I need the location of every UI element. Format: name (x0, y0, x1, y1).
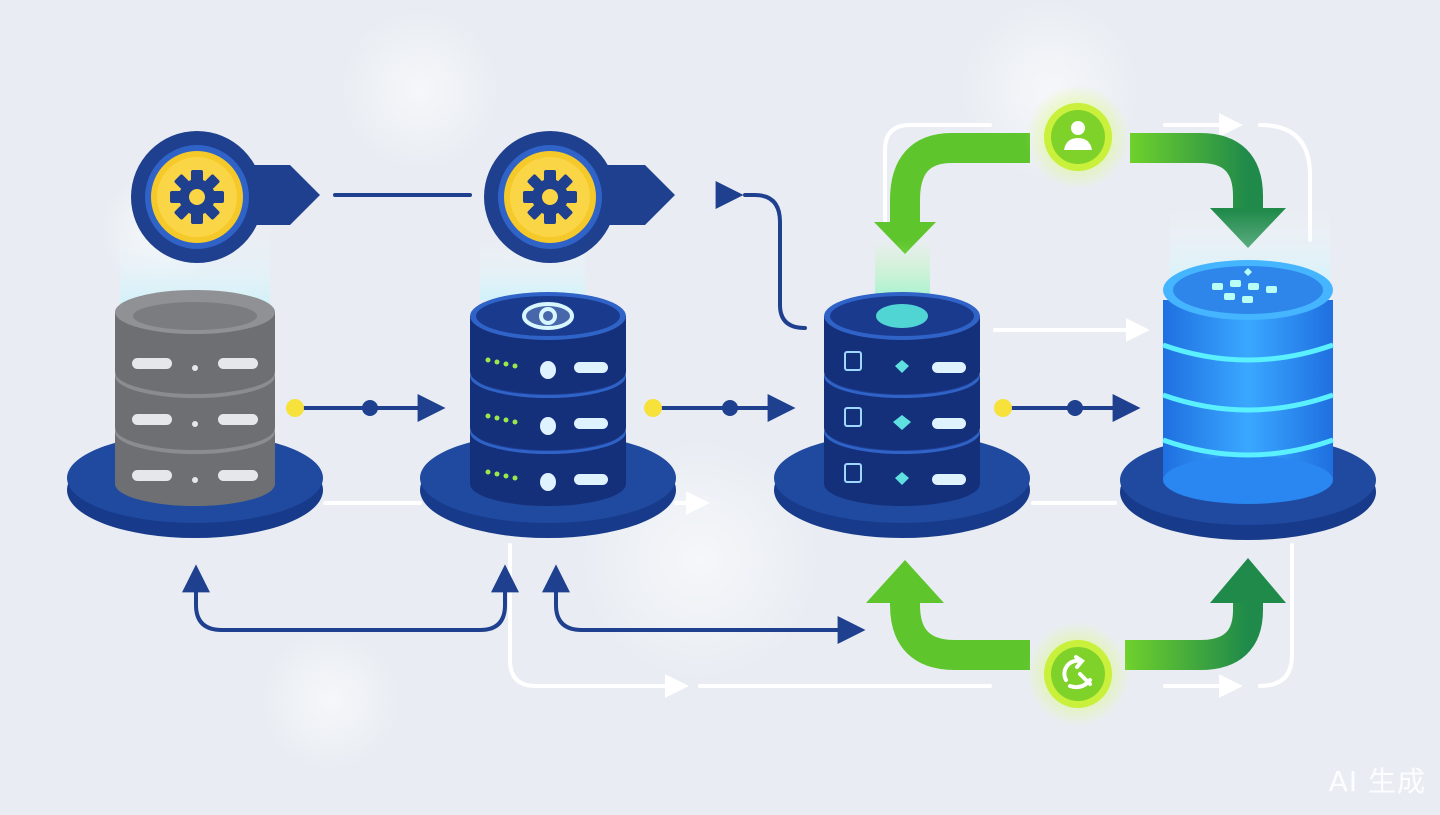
gear-icon (524, 304, 572, 328)
sync-badge (1026, 622, 1130, 726)
gear-icon (523, 170, 577, 224)
glow-pad-icon (876, 304, 928, 328)
user-badge (1026, 85, 1130, 189)
gear-icon (170, 170, 224, 224)
gear-badge-1 (131, 131, 320, 263)
legacy-database (67, 290, 323, 538)
target-database (1120, 260, 1376, 540)
gear-badge-2 (484, 131, 675, 263)
processing-database (420, 292, 676, 538)
transform-database (774, 292, 1030, 538)
watermark-text: AI 生成 (1329, 760, 1426, 800)
light-beams (120, 210, 1330, 310)
